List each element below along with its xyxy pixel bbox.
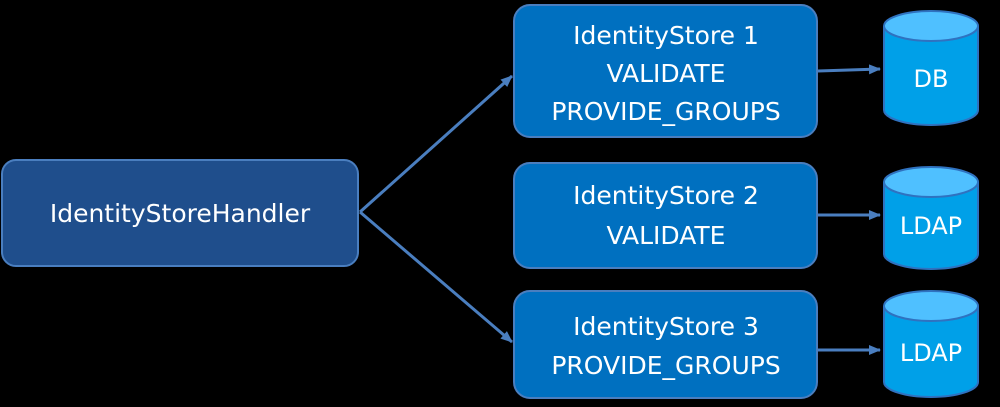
- database-ldap-2-label: LDAP: [900, 212, 962, 240]
- identity-store-1-capability-provide-groups: PROVIDE_GROUPS: [551, 97, 780, 126]
- identity-store-1-capability-validate: VALIDATE: [607, 59, 726, 88]
- handler-node: IdentityStoreHandler: [1, 159, 359, 267]
- database-node-ldap-2: LDAP: [883, 166, 979, 270]
- identity-store-2-title: IdentityStore 2: [573, 181, 759, 210]
- identity-store-3-node: IdentityStore 3 PROVIDE_GROUPS: [513, 290, 818, 399]
- identity-store-1-node: IdentityStore 1 VALIDATE PROVIDE_GROUPS: [513, 4, 818, 138]
- connector-handler-to-store-1: [358, 74, 514, 214]
- identity-store-2-node: IdentityStore 2 VALIDATE: [513, 162, 818, 269]
- database-node-db: DB: [883, 10, 979, 126]
- identity-store-2-capability-validate: VALIDATE: [607, 221, 726, 250]
- database-node-ldap-3: LDAP: [883, 290, 979, 398]
- identity-store-3-capability-provide-groups: PROVIDE_GROUPS: [551, 351, 780, 380]
- identity-store-1-title: IdentityStore 1: [573, 21, 759, 50]
- identity-store-3-title: IdentityStore 3: [573, 312, 759, 341]
- handler-label: IdentityStoreHandler: [50, 199, 311, 228]
- connector-store-1-to-db: [817, 64, 881, 75]
- database-db-label: DB: [914, 65, 949, 93]
- database-ldap-3-label: LDAP: [900, 339, 962, 367]
- connector-handler-to-store-3: [359, 210, 513, 344]
